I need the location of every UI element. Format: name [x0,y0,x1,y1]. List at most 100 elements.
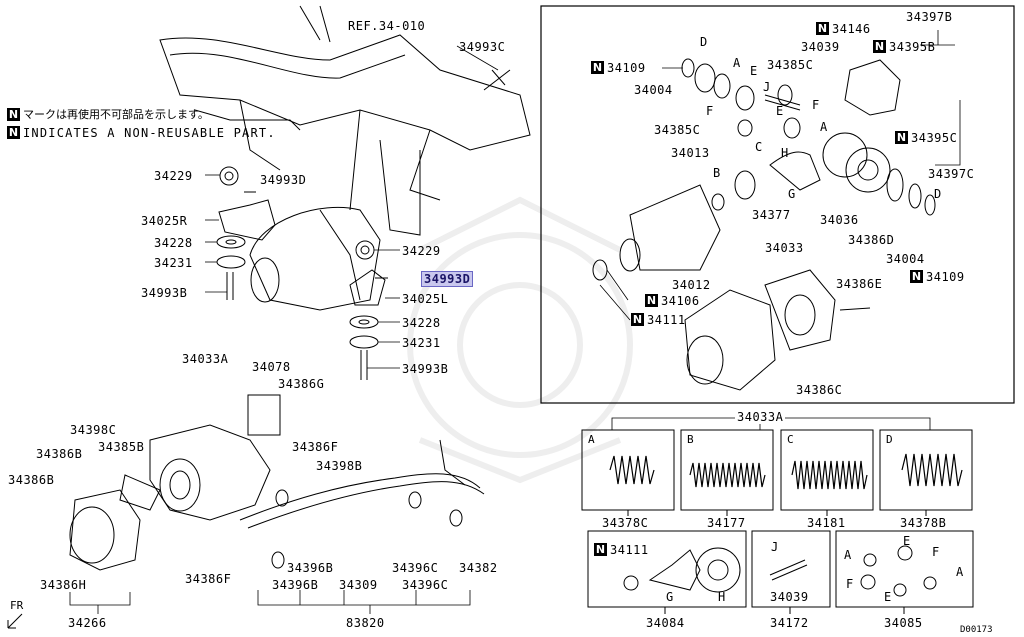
part-34228[interactable]: 34228 [402,316,441,330]
part-34378C[interactable]: 34378C [602,516,649,530]
part-34396B[interactable]: 34396B [272,578,319,592]
part-34229[interactable]: 34229 [154,169,193,183]
nonreusable-mark: N [895,131,908,144]
part-34386G[interactable]: 34386G [278,377,325,391]
rear-diff-assembly-sketch [69,394,281,571]
part-34385B[interactable]: 34385B [98,440,145,454]
part-34386C[interactable]: 34386C [796,383,843,397]
detail-parts [592,58,936,391]
part-34397C[interactable]: 34397C [928,167,975,181]
callout-J: J [763,80,771,94]
part-34229[interactable]: 34229 [402,244,441,258]
part-34385C[interactable]: 34385C [654,123,701,137]
part-34386D[interactable]: 34386D [848,233,895,247]
callout-E: E [903,534,911,548]
part-34025L[interactable]: 34025L [402,292,449,306]
part-34228[interactable]: 34228 [154,236,193,250]
part-34378B[interactable]: 34378B [900,516,947,530]
spring-letter: D [886,433,893,446]
callout-B: B [713,166,721,180]
part-34033A[interactable]: 34033A [182,352,229,366]
left-mount-parts [216,69,511,380]
leader-lines-left [205,45,499,369]
callout-E: E [776,104,784,118]
part-number: 34109 [607,61,646,75]
part-number: 34109 [926,270,965,284]
ref-label: REF.34-010 [348,19,426,33]
part-34386H[interactable]: 34386H [40,578,87,592]
part-34386B[interactable]: 34386B [36,447,83,461]
part-number: 34395C [911,131,958,145]
part-34033A[interactable]: 34033A [735,410,786,424]
part-34386F[interactable]: 34386F [185,572,232,586]
crossmember-illustration [159,5,531,236]
part-34039[interactable]: 34039 [801,40,840,54]
part-34013[interactable]: 34013 [671,146,710,160]
part-34177[interactable]: 34177 [707,516,746,530]
part-34993D[interactable]: 34993D [260,173,307,187]
kit-boxes [587,530,974,614]
part-34386F[interactable]: 34386F [292,440,339,454]
part-34004[interactable]: 34004 [634,83,673,97]
nonreusable-mark: N [7,126,20,139]
callout-E: E [750,64,758,78]
spring-letter: B [687,433,694,446]
part-34993D-selected[interactable]: 34993D [421,271,474,287]
part-34396C[interactable]: 34396C [392,561,439,575]
part-34993C[interactable]: 34993C [459,40,506,54]
part-34025R[interactable]: 34025R [141,214,188,228]
callout-A: A [820,120,828,134]
part-34309[interactable]: 34309 [339,578,378,592]
part-34385C[interactable]: 34385C [767,58,814,72]
part-34181[interactable]: 34181 [807,516,846,530]
part-34172[interactable]: 34172 [770,616,809,630]
callout-D: D [934,187,942,201]
callout-F: F [932,545,940,559]
part-34036[interactable]: 34036 [820,213,859,227]
part-34398C[interactable]: 34398C [70,423,117,437]
part-34377[interactable]: 34377 [752,208,791,222]
part-34033[interactable]: 34033 [765,241,804,255]
part-34085[interactable]: 34085 [884,616,923,630]
part-34382[interactable]: 34382 [459,561,498,575]
part-34084[interactable]: 34084 [646,616,685,630]
part-34396B[interactable]: 34396B [287,561,334,575]
part-34396C[interactable]: 34396C [402,578,449,592]
note-jp-text: マークは再使用不可部品を示します。 [23,108,209,121]
bottom-brackets [69,590,471,614]
part-34993B[interactable]: 34993B [141,286,188,300]
fr-label: FR [10,599,24,612]
wiring-harness-sketch [239,439,485,569]
part-34397B[interactable]: 34397B [906,10,953,24]
part-number: 34395B [889,40,936,54]
nonreusable-mark: N [910,270,923,283]
nonreusable-mark: N [816,22,829,35]
part-34231[interactable]: 34231 [402,336,441,350]
part-34993B[interactable]: 34993B [402,362,449,376]
nonreusable-mark: N [645,294,658,307]
part-34004[interactable]: 34004 [886,252,925,266]
part-34386B[interactable]: 34386B [8,473,55,487]
nonreusable-mark: N [631,313,644,326]
part-34231[interactable]: 34231 [154,256,193,270]
callout-E: E [884,590,892,604]
part-34266[interactable]: 34266 [68,616,107,630]
part-83820[interactable]: 83820 [346,616,385,630]
nonreusable-mark: N [873,40,886,53]
part-34386E[interactable]: 34386E [836,277,883,291]
part-number: 34146 [832,22,871,36]
part-34039[interactable]: 34039 [770,590,809,604]
part-34012[interactable]: 34012 [672,278,711,292]
callout-D: D [700,35,708,49]
part-34078[interactable]: 34078 [252,360,291,374]
part-34398B[interactable]: 34398B [316,459,363,473]
